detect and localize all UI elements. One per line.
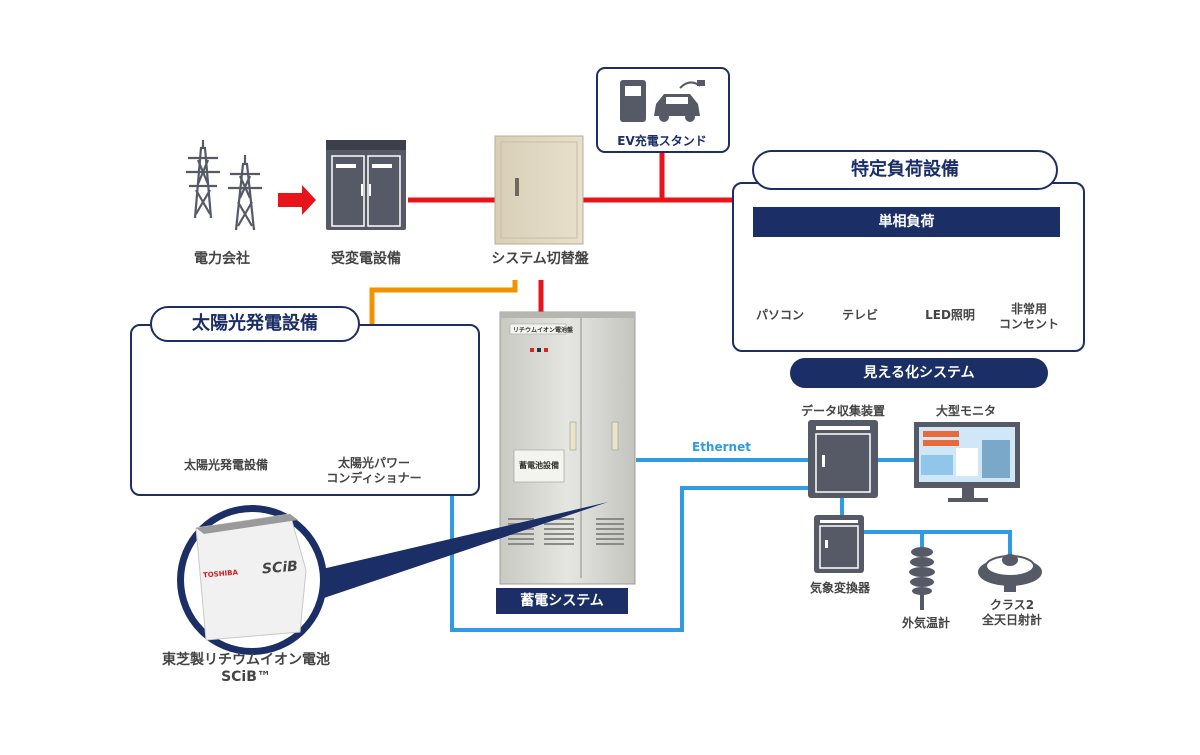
substation-icon (326, 140, 406, 230)
zoom-wedge (318, 502, 608, 600)
battery-caption-line2: SCiB™ (221, 669, 271, 685)
single-phase-load-bar: 単相負荷 (753, 207, 1060, 237)
pyranometer-line2: 全天日射計 (981, 613, 1043, 627)
storage-system-tag: 蓄電システム (496, 588, 628, 614)
emergency-outlet-label: 非常用 コンセント (999, 302, 1059, 332)
pcs-line2: コンディショナー (326, 471, 422, 485)
pcs-line1: 太陽光パワー (337, 456, 411, 470)
pyranometer-line1: クラス2 (989, 598, 1035, 612)
thermometer-icon (909, 547, 935, 610)
battery-caption: 東芝製リチウムイオン電池 SCiB™ (162, 652, 330, 686)
led-label: LED照明 (925, 308, 975, 322)
power-feed-arrow (278, 185, 316, 215)
power-company-label: 電力会社 (194, 251, 250, 267)
pc-label: パソコン (755, 308, 805, 322)
solar-group-title: 太陽光発電設備 (150, 306, 360, 342)
ev-charger-icon (620, 80, 646, 122)
emergency-outlet-line2: コンセント (998, 317, 1060, 331)
power-conditioner-label: 太陽光パワー コンディショナー (326, 456, 421, 486)
cabinet-plate-label: リチウムイオン電池盤 (513, 327, 574, 334)
solar-group-frame (130, 324, 480, 496)
thermometer-label: 外気温計 (901, 616, 951, 630)
data-collector-label: データ収集装置 (800, 404, 886, 418)
ev-station-label: EV充電スタンド (617, 134, 707, 148)
battery-caption-line1: 東芝製リチウムイオン電池 (162, 652, 330, 668)
data-collector-icon (808, 420, 878, 498)
cabinet-front-label: 蓄電池設備 (519, 461, 559, 470)
weather-converter-icon (814, 515, 864, 573)
storage-cabinet-icon (499, 311, 636, 585)
battery-logo: SCiB (261, 558, 299, 578)
ev-car-icon (654, 80, 705, 122)
weather-converter-label: 気象変換器 (809, 581, 871, 595)
ethernet-label: Ethernet (692, 440, 751, 454)
emergency-outlet-line1: 非常用 (1010, 302, 1048, 316)
switchboard-label: システム切替盤 (491, 251, 589, 267)
pyranometer-icon (978, 554, 1042, 592)
pyranometer-label: クラス2 全天日射計 (982, 598, 1042, 628)
battery-module-icon (177, 505, 327, 655)
specific-load-title: 特定負荷設備 (752, 150, 1058, 190)
large-monitor-label: 大型モニタ (935, 404, 997, 418)
solar-panel-label: 太陽光発電設備 (183, 458, 269, 472)
large-monitor-icon (914, 422, 1020, 502)
power-tower-icon (186, 140, 262, 231)
visualization-pill: 見える化システム (790, 358, 1048, 388)
power-lines (408, 150, 732, 312)
tv-label: テレビ (841, 308, 879, 322)
substation-label: 受変電設備 (331, 251, 401, 267)
switchboard-icon (494, 135, 584, 245)
